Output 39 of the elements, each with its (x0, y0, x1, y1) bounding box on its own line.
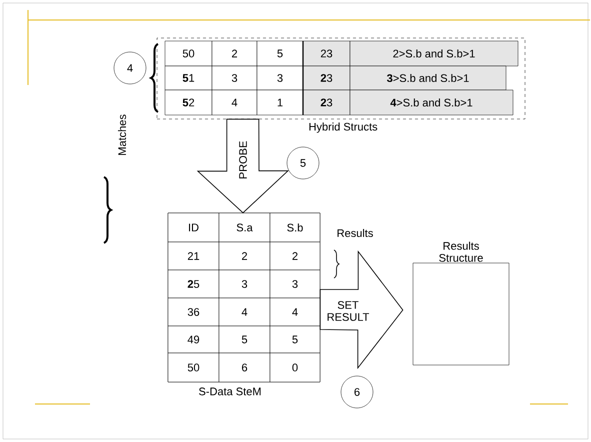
table-cell: 5 (270, 326, 320, 354)
table-cell: S.b (270, 212, 320, 242)
table-cell: 6 (218, 352, 270, 382)
table-cell: 3 (218, 270, 270, 298)
table-cell: 50 (164, 40, 212, 66)
table-cell: 49 (168, 326, 220, 354)
table-cell: 23 (302, 90, 350, 116)
result-box: Results Structure (412, 242, 510, 366)
node-label: Hybrid Structs (309, 122, 378, 133)
edge-label: SET RESULT (325, 300, 371, 322)
table-cell: 3 (270, 270, 320, 298)
node-label: S-Data SteM (199, 388, 261, 396)
table-cell: 2 (218, 242, 270, 270)
table-cell: 36 (168, 298, 220, 326)
table-cell: 4 (270, 298, 320, 326)
table-cell: 4 (218, 298, 270, 326)
block-arrow (196, 118, 290, 214)
table-cell: 1 (256, 90, 304, 116)
rotated-label: Matches (118, 114, 126, 155)
table-cell: 50 (168, 352, 220, 382)
table-cell: 2 (212, 40, 258, 66)
edge-label: PROBE (238, 140, 248, 180)
node-label: Results Structure (439, 242, 483, 262)
table-cell: 5 (218, 326, 270, 354)
text-label: Results (338, 228, 373, 238)
table-cell: 52 (164, 90, 212, 116)
table-cell: 21 (168, 242, 220, 270)
table-cell: 51 (164, 66, 212, 90)
table-cell: ID (168, 212, 220, 242)
table-cell: 25 (168, 270, 220, 298)
table-cell: 3 (212, 66, 258, 90)
table-cell: S.a (218, 212, 270, 242)
table-cell: 23 (302, 40, 350, 66)
table-cell: 4 (212, 90, 258, 116)
table-cell: 23 (302, 66, 350, 90)
table-cell: 5 (256, 40, 304, 66)
table-cell: 0 (270, 352, 320, 382)
table-cell: 3 (256, 66, 304, 90)
table-cell: 2 (270, 242, 320, 270)
